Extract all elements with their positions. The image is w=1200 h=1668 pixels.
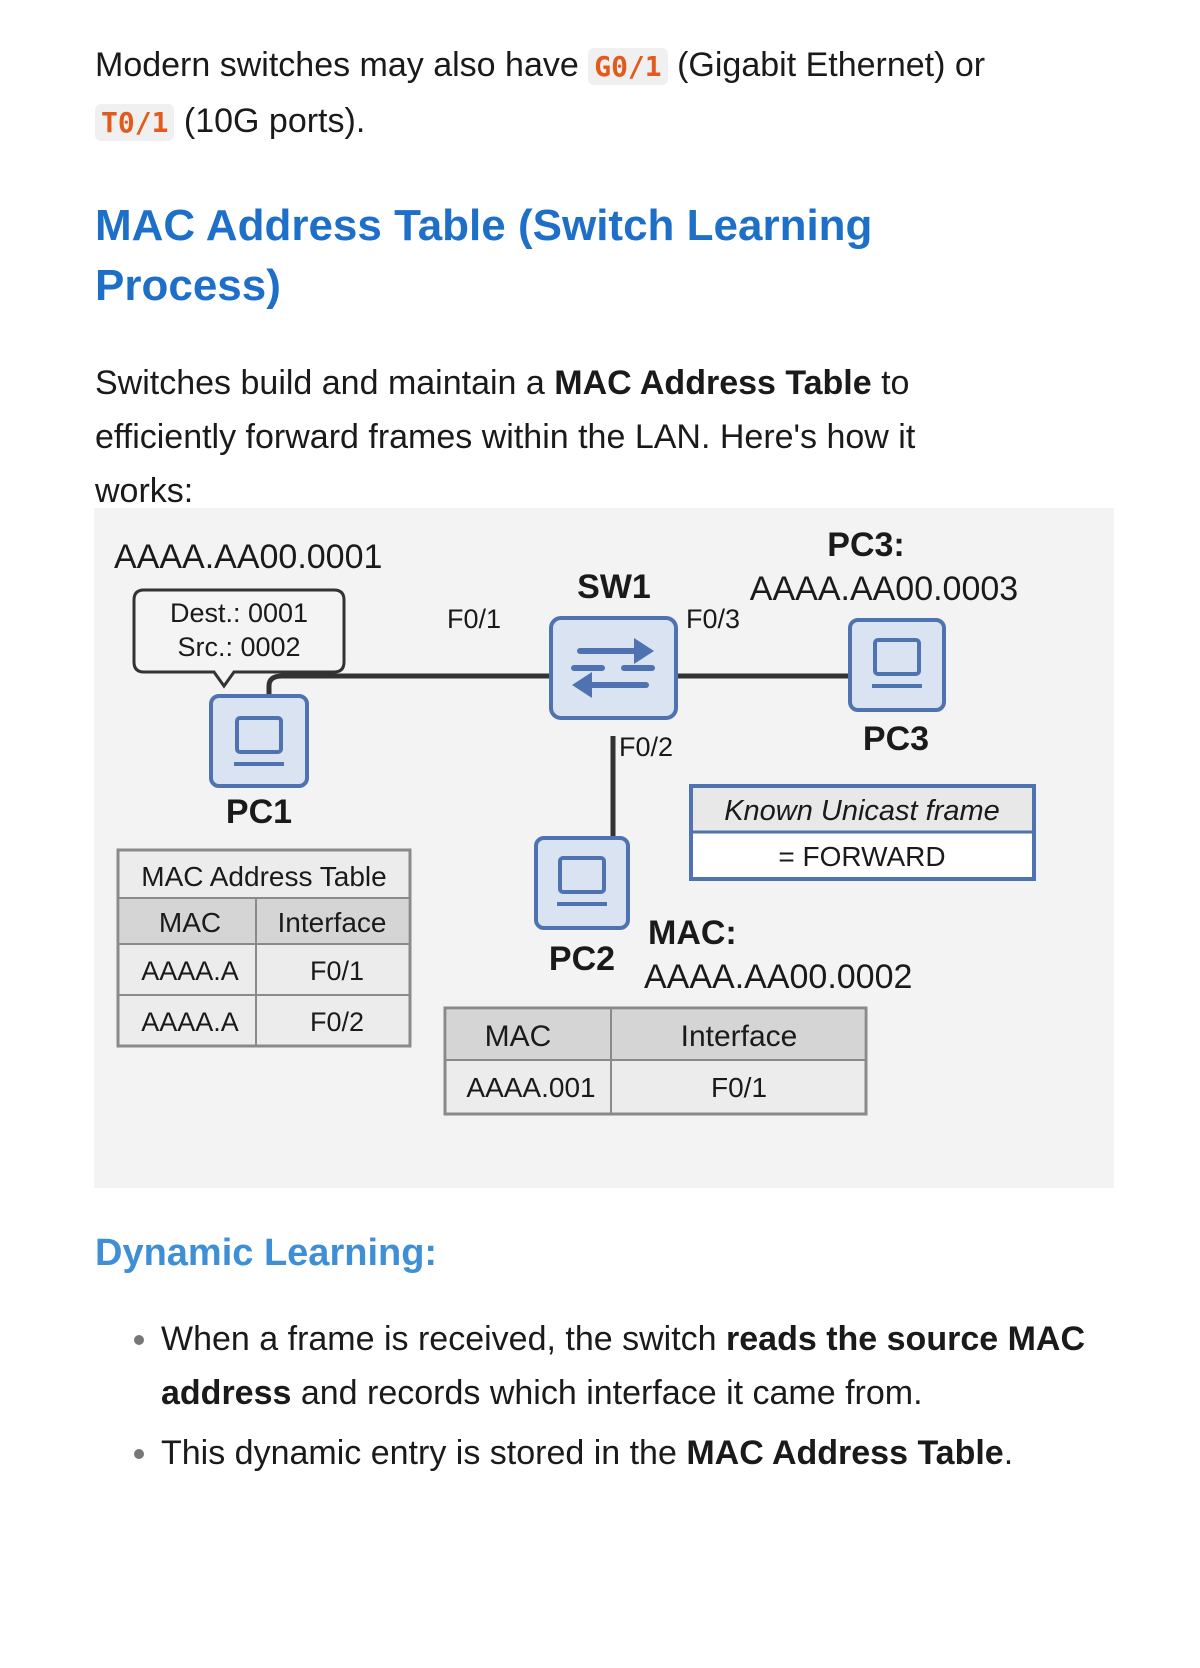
pc3-device <box>848 618 946 712</box>
code-t01: T0/1 <box>95 104 175 141</box>
bottom-table-row1-mac: AAAA.001 <box>466 1072 595 1103</box>
pc3-label: PC3 <box>863 720 929 758</box>
code-g01: G0/1 <box>588 48 668 85</box>
intro-text-before: Modern switches may also have <box>95 46 589 84</box>
port-f01-label: F0/1 <box>447 604 501 634</box>
item1-text-before: When a frame is received, the switch <box>161 1320 727 1358</box>
section-text-after: to efficiently forward frames within the… <box>95 364 916 510</box>
pc2-label: PC2 <box>549 940 615 978</box>
monitor-icon <box>873 638 921 676</box>
switch-device <box>549 616 678 720</box>
list-item: This dynamic entry is stored in the MAC … <box>161 1426 1135 1480</box>
bottom-table-header-mac: MAC <box>485 1020 552 1053</box>
list-item: When a frame is received, the switch rea… <box>161 1312 1135 1420</box>
pc2-device <box>534 836 630 930</box>
frame-bubble: Dest.: 0001 Src.: 0002 <box>132 588 346 689</box>
item2-text-bold: MAC Address Table <box>686 1434 1004 1472</box>
pc1-mac-label: AAAA.AA00.0001 <box>114 538 382 576</box>
left-table-header-mac: MAC <box>159 907 221 938</box>
intro-paragraph: Modern switches may also have G0/1 (Giga… <box>95 38 1115 150</box>
dynamic-learning-title: Dynamic Learning: <box>95 1232 438 1274</box>
port-f03-label: F0/3 <box>686 604 740 634</box>
left-table-row2-mac: AAAA.A <box>141 1007 239 1037</box>
bottom-table-row1-interface: F0/1 <box>711 1072 767 1103</box>
section-text-bold: MAC Address Table <box>554 364 872 402</box>
section-text-before: Switches build and maintain a <box>95 364 555 402</box>
pc3-title: PC3: <box>827 526 904 564</box>
left-table-row1-interface: F0/1 <box>310 956 364 986</box>
known-unicast-result: = FORWARD <box>778 841 945 872</box>
switch-arrows-icon <box>571 638 655 698</box>
pc2-mac-title: MAC: <box>648 914 737 952</box>
article-body: Modern switches may also have G0/1 (Giga… <box>95 38 1115 518</box>
switch-label: SW1 <box>577 568 651 606</box>
intro-text-mid: (Gigabit Ethernet) or <box>667 46 986 84</box>
section-paragraph: Switches build and maintain a MAC Addres… <box>95 356 995 518</box>
intro-text-after: (10G ports). <box>174 102 366 140</box>
bubble-src: Src.: 0002 <box>177 632 300 662</box>
monitor-icon <box>235 716 283 754</box>
bubble-dest: Dest.: 0001 <box>170 598 308 628</box>
link-pc1-sw1 <box>266 673 549 696</box>
item2-text-before: This dynamic entry is stored in the <box>161 1434 687 1472</box>
dynamic-learning-section: Dynamic Learning: When a frame is receiv… <box>95 1228 1135 1486</box>
left-table-title: MAC Address Table <box>141 861 386 892</box>
known-unicast-box: Known Unicast frame = FORWARD <box>689 784 1036 881</box>
switch-diagram: AAAA.AA00.0001 Dest.: 0001 Src.: 0002 PC… <box>94 508 1114 1188</box>
bottom-table-header-interface: Interface <box>681 1020 798 1053</box>
left-table-row1-mac: AAAA.A <box>141 956 239 986</box>
pc1-device <box>209 694 309 788</box>
section-title: MAC Address Table (Switch Learning Proce… <box>95 201 873 310</box>
known-unicast-title: Known Unicast frame <box>724 795 1000 827</box>
pc1-label: PC1 <box>226 793 292 831</box>
dynamic-learning-list: When a frame is received, the switch rea… <box>95 1312 1135 1480</box>
item1-text-after: and records which interface it came from… <box>291 1374 923 1412</box>
left-mac-table: MAC Address Table MAC Interface AAAA.A F… <box>116 848 412 1048</box>
pc2-mac-label: AAAA.AA00.0002 <box>644 958 912 996</box>
left-table-row2-interface: F0/2 <box>310 1007 364 1037</box>
bottom-mac-table: MAC Interface AAAA.001 F0/1 <box>443 1006 868 1116</box>
pc3-mac-label: AAAA.AA00.0003 <box>750 570 1018 608</box>
port-f02-label: F0/2 <box>619 732 673 762</box>
item2-text-after: . <box>1003 1434 1014 1472</box>
monitor-icon <box>558 856 606 894</box>
item1-text-bold: reads the source MAC address <box>161 1320 1086 1412</box>
left-table-header-interface: Interface <box>278 907 387 938</box>
